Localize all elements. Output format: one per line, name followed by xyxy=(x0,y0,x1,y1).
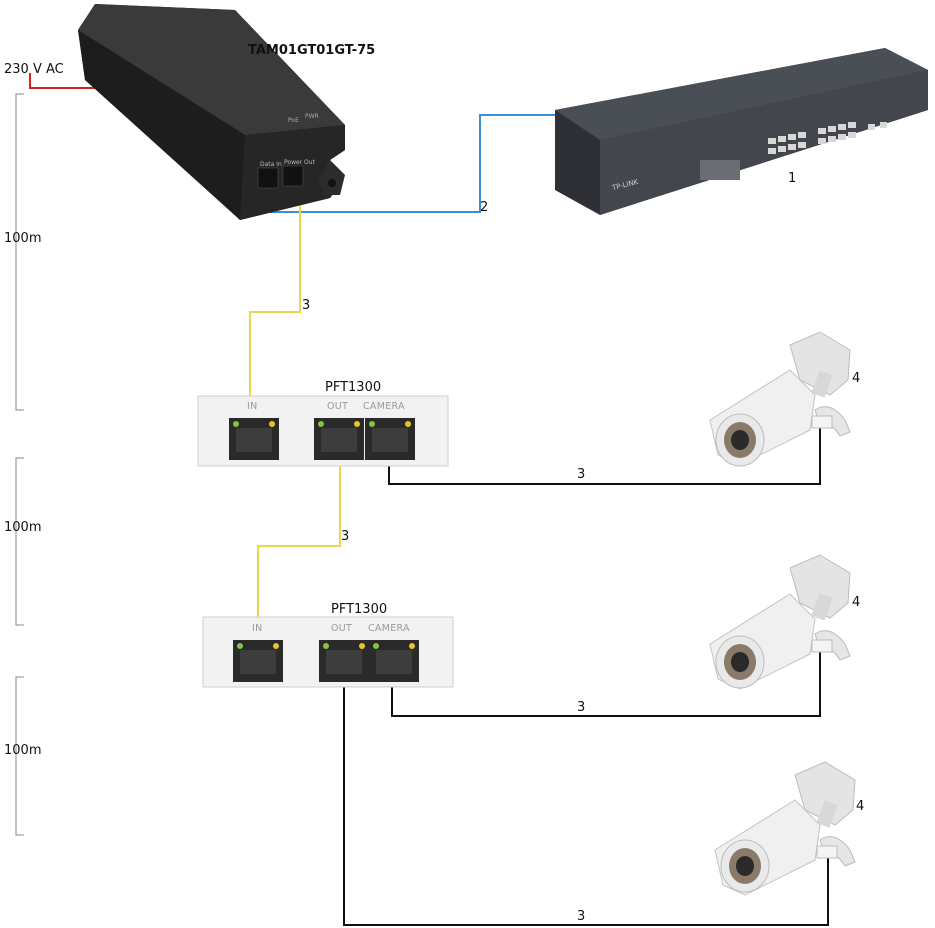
camera-cable-2 xyxy=(391,652,821,717)
cable-3-label-b: 3 xyxy=(341,529,350,544)
poe-cable-injector-extender1 xyxy=(249,195,301,396)
distance-bracket-3 xyxy=(15,676,24,836)
cable-3-label-d: 3 xyxy=(577,700,586,715)
camera-2-callout: 4 xyxy=(852,595,861,610)
extender-2-port-out-label: OUT xyxy=(331,623,353,634)
injector-port-data-label: Data In xyxy=(260,161,282,168)
extender-1-port-out-label: OUT xyxy=(327,401,349,412)
camera-1-image xyxy=(709,331,851,467)
distance-label-1: 100m xyxy=(4,231,42,246)
camera-cable-1 xyxy=(388,428,821,485)
extender-2-port-in-label: IN xyxy=(252,623,263,634)
camera-1-callout: 4 xyxy=(852,371,861,386)
extender-2-image xyxy=(202,616,454,688)
camera-3-callout: 4 xyxy=(856,799,865,814)
camera-3-image xyxy=(714,761,856,896)
poe-cable-extender1-extender2 xyxy=(257,462,341,618)
injector-pwr-led-label: PWR xyxy=(305,113,319,120)
distance-label-3: 100m xyxy=(4,743,42,758)
injector-model-label: TAM01GT01GT-75 xyxy=(248,43,376,58)
distance-label-2: 100m xyxy=(4,520,42,535)
cable-3-label-c: 3 xyxy=(577,467,586,482)
extender-1-port-camera-label: CAMERA xyxy=(363,401,405,412)
poe-injector-image xyxy=(78,4,345,220)
extender-1-port-in-label: IN xyxy=(247,401,258,412)
extender-1-model-label: PFT1300 xyxy=(325,380,382,395)
extender-2-model-label: PFT1300 xyxy=(331,602,388,617)
switch-callout: 1 xyxy=(788,171,797,186)
cable-2-label: 2 xyxy=(480,200,489,215)
injector-poe-led-label: PoE xyxy=(288,117,299,124)
power-cable xyxy=(29,73,95,89)
power-label: 230 V AC xyxy=(4,62,64,77)
extender-2-port-camera-label: CAMERA xyxy=(368,623,410,634)
network-switch-image xyxy=(555,48,928,215)
distance-bracket-2 xyxy=(15,457,24,626)
camera-2-image xyxy=(709,554,851,690)
camera-cable-3 xyxy=(343,685,829,926)
extender-1-image xyxy=(197,395,449,467)
cable-3-label-a: 3 xyxy=(302,298,311,313)
distance-bracket-1 xyxy=(15,93,24,411)
injector-port-power-label: Power Out xyxy=(284,159,315,166)
cable-3-label-e: 3 xyxy=(577,909,586,924)
